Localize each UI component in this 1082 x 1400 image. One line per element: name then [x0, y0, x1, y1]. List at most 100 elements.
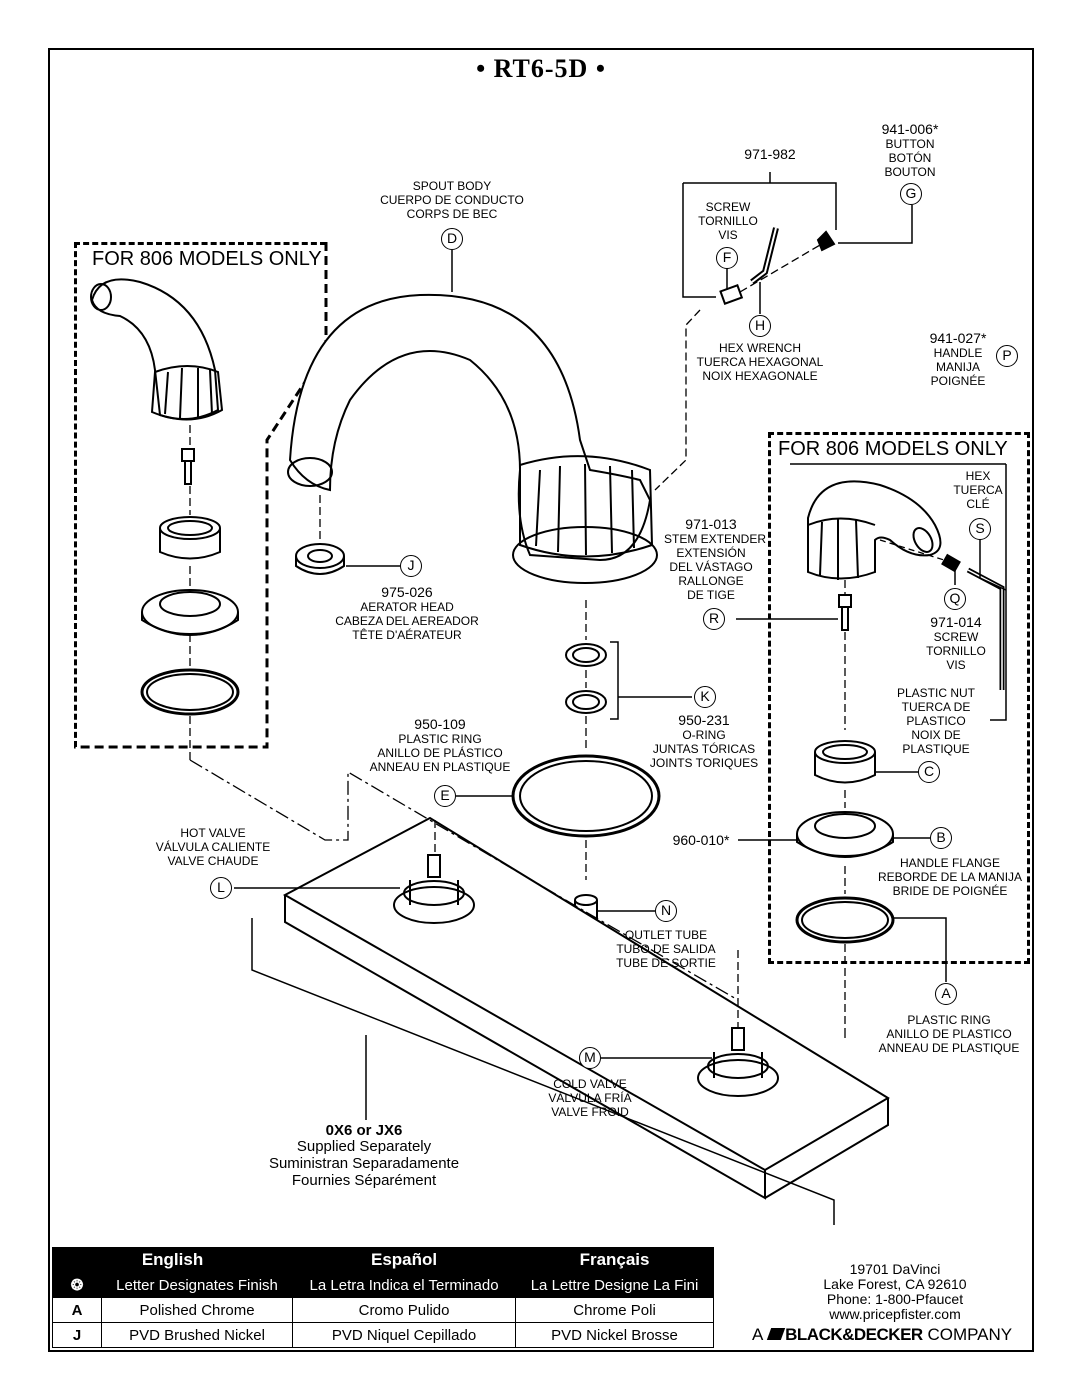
black-decker-logo-icon — [766, 1328, 786, 1340]
part-q-num: 971-014 — [930, 614, 982, 630]
part-k-en: O-RING — [682, 728, 726, 742]
hot-valve-drawing — [393, 854, 475, 924]
header-english: English — [51, 1247, 294, 1273]
subheader-es: La Letra Indica el Terminado — [292, 1272, 517, 1298]
part-e-fr: ANNEAU EN PLASTIQUE — [369, 760, 511, 774]
header-espanol: Español — [292, 1247, 517, 1273]
kit-screw-drawing — [719, 284, 744, 305]
plastic-ring-e-drawing — [511, 754, 661, 838]
part-k-num: 950-231 — [678, 712, 730, 728]
callout-l: L — [210, 877, 232, 899]
header-francais: Français — [515, 1247, 714, 1273]
handle-flange-b-drawing — [796, 811, 894, 858]
plastic-nut-c-drawing — [814, 740, 876, 784]
part-d-fr: CORPS DE BEC — [406, 207, 498, 221]
callout-k: K — [694, 686, 716, 708]
part-r-en: STEM EXTENDER — [664, 532, 767, 546]
part-c-fr: NOIX DE — [911, 728, 961, 742]
part-n-fr: TUBE DE SORTIE — [616, 956, 716, 970]
part-r-label: 971-013 STEM EXTENDER EXTENSIÓN DEL VÁST… — [664, 516, 766, 602]
callout-a: A — [935, 983, 957, 1005]
part-n-en: OUTLET TUBE — [624, 928, 708, 942]
callout-n: N — [655, 900, 677, 922]
part-m-en: COLD VALVE — [553, 1077, 627, 1091]
company-address: 19701 DaVinci Lake Forest, CA 92610 Phon… — [790, 1262, 1000, 1322]
part-p-fr: POIGNÉE — [930, 374, 986, 388]
part-q-en: SCREW — [933, 630, 979, 644]
kit-971-982-label: 971-982 — [735, 146, 805, 162]
table-row: J PVD Brushed Nickel PVD Niquel Cepillad… — [52, 1322, 714, 1348]
finish-fr: Chrome Poli — [515, 1297, 714, 1323]
address-phone: Phone: 1-800-Pfaucet — [826, 1291, 964, 1307]
subheader-en: Letter Designates Finish — [100, 1272, 294, 1298]
part-b-es: REBORDE DE LA MANIJA — [878, 870, 1023, 884]
part-q-es: TORNILLO — [926, 644, 986, 658]
part-r-es: EXTENSIÓN — [676, 546, 746, 560]
part-l-fr: VALVE CHAUDE — [167, 854, 259, 868]
deck-codes: 0X6 or JX6 — [325, 1122, 403, 1139]
part-c-en: PLASTIC NUT — [896, 686, 975, 700]
left-806-models-box — [74, 242, 326, 747]
callout-e: E — [434, 785, 456, 807]
company-pre: A — [752, 1325, 763, 1344]
callout-f: F — [716, 247, 738, 269]
callout-m: M — [579, 1047, 601, 1069]
supplied-separately-label: 0X6 or JX6 Supplied Separately Suministr… — [242, 1122, 486, 1189]
page-frame — [48, 48, 1034, 1352]
finish-fr: PVD Nickel Brosse — [515, 1322, 714, 1348]
part-q-label: 971-014 SCREW TORNILLO VIS — [918, 614, 994, 672]
finish-es: Cromo Pulido — [292, 1297, 517, 1323]
finish-es: PVD Niquel Cepillado — [292, 1322, 517, 1348]
finish-en: PVD Brushed Nickel — [100, 1322, 294, 1348]
address-web: www.pricepfister.com — [829, 1306, 961, 1322]
cold-valve-drawing — [697, 1027, 779, 1097]
part-s-fr: CLÉ — [966, 497, 990, 511]
part-k-fr: JOINTS TORIQUES — [649, 756, 759, 770]
left-806-heading: FOR 806 MODELS ONLY — [92, 248, 322, 270]
stem-extender-drawing — [838, 594, 852, 631]
page-title: • RT6-5D • — [476, 54, 606, 83]
part-r-fr: RALLONGE — [678, 574, 744, 588]
address-street: 19701 DaVinci — [849, 1261, 941, 1277]
part-e-en: PLASTIC RING — [398, 732, 482, 746]
callout-c: C — [918, 761, 940, 783]
callout-s: S — [969, 518, 991, 540]
finish-code: A — [52, 1297, 102, 1323]
part-f-fr: VIS — [718, 228, 738, 242]
part-e-num: 950-109 — [414, 716, 466, 732]
callout-q: Q — [944, 588, 966, 610]
callout-g: G — [900, 183, 922, 205]
part-c-es: TUERCA DE — [901, 700, 971, 714]
part-d-label: SPOUT BODY CUERPO DE CONDUCTO CORPS DE B… — [372, 179, 532, 221]
supplied-en: Supplied Separately — [296, 1138, 432, 1155]
right-806-models-box — [768, 432, 1030, 964]
part-a-fr: ANNEAU DE PLASTIQUE — [878, 1041, 1020, 1055]
finish-en: Polished Chrome — [100, 1297, 294, 1323]
table-row: A Polished Chrome Cromo Pulido Chrome Po… — [52, 1297, 714, 1323]
part-g-fr: BOUTON — [884, 165, 936, 179]
callout-b: B — [930, 827, 952, 849]
right-806-heading: FOR 806 MODELS ONLY — [778, 438, 1008, 460]
part-a-en: PLASTIC RING — [907, 1013, 991, 1027]
part-s-es: TUERCA — [953, 483, 1003, 497]
part-f-label: SCREW TORNILLO VIS — [690, 200, 766, 242]
part-e-label: 950-109 PLASTIC RING ANILLO DE PLÁSTICO … — [362, 716, 518, 774]
part-b-num: 960-010* — [672, 832, 730, 848]
part-a-label: PLASTIC RING ANILLO DE PLASTICO ANNEAU D… — [874, 1013, 1024, 1055]
left-nut-drawing — [159, 516, 221, 560]
part-j-es: CABEZA DEL AEREADOR — [335, 614, 479, 628]
finish-table: English Español Français ❂ Letter Design… — [51, 1247, 714, 1348]
part-d-es: CUERPO DE CONDUCTO — [380, 193, 524, 207]
part-p-label: 941-027* HANDLE MANIJA POIGNÉE — [918, 330, 998, 388]
finish-symbol-icon: ❂ — [52, 1272, 102, 1298]
company-line: A BLACK&DECKER COMPANY — [752, 1325, 1032, 1345]
part-f-en: SCREW — [705, 200, 751, 214]
part-k-label: 950-231 O-RING JUNTAS TÓRICAS JOINTS TOR… — [645, 712, 763, 770]
part-j-en: AERATOR HEAD — [360, 600, 454, 614]
part-j-label: 975-026 AERATOR HEAD CABEZA DEL AEREADOR… — [332, 584, 482, 642]
part-l-label: HOT VALVE VÁLVULA CALIENTE VALVE CHAUDE — [150, 826, 276, 868]
address-city: Lake Forest, CA 92610 — [823, 1276, 967, 1292]
part-b-fr: BRIDE DE POIGNÉE — [892, 884, 1008, 898]
part-b-num-label: 960-010* — [664, 832, 738, 848]
left-handle-drawing — [90, 278, 224, 421]
